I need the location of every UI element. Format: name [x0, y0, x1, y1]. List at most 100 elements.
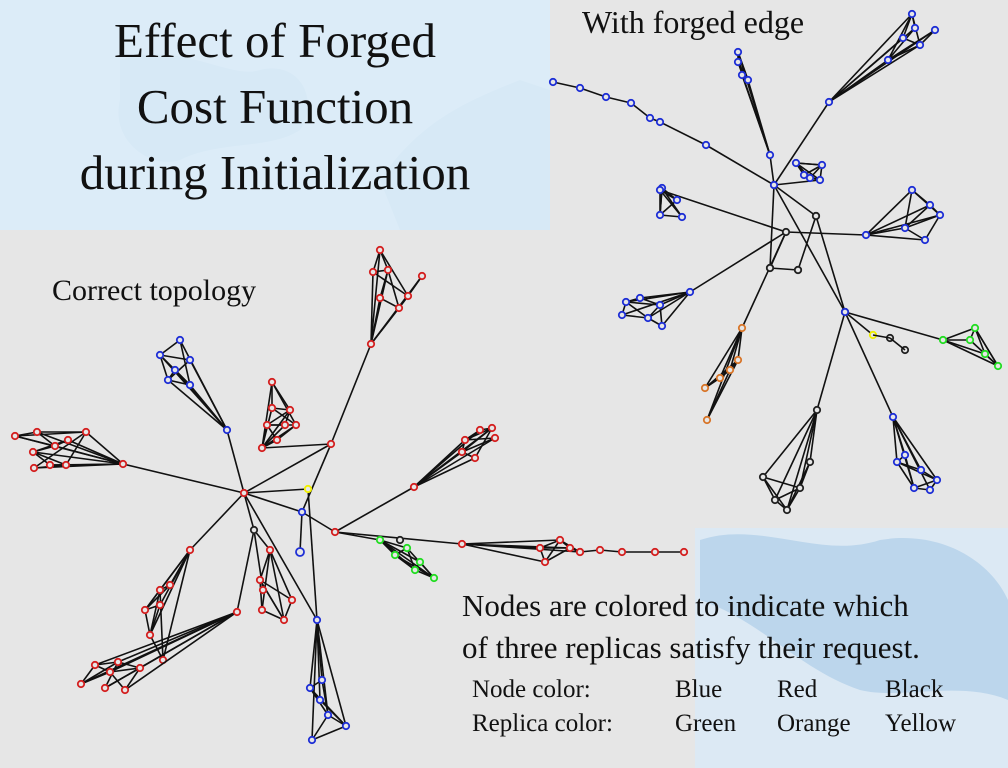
graph-node [460, 435, 470, 445]
graph-node [375, 535, 385, 545]
graph-node [702, 415, 712, 425]
graph-node [970, 323, 980, 333]
graph-edge [301, 511, 336, 533]
graph-edge [737, 51, 749, 81]
graph-node [135, 663, 145, 673]
graph-edge [461, 437, 496, 453]
graph-edge [109, 611, 238, 673]
title-line: Cost Function [136, 79, 414, 134]
graph-edge [85, 431, 124, 465]
graph-edge [464, 427, 493, 441]
graph-edge [892, 416, 906, 456]
graph-node [403, 291, 413, 301]
graph-edge [887, 29, 936, 61]
graph-node [743, 75, 753, 85]
graph-node [925, 485, 935, 495]
graph-edge [815, 215, 846, 313]
graph-node [555, 535, 565, 545]
graph-edge [844, 311, 894, 418]
graph-node [185, 545, 195, 555]
graph-edge [737, 327, 743, 361]
graph-node [925, 200, 935, 210]
graph-edge [659, 121, 707, 146]
graph-edge [769, 154, 775, 186]
title-line: Effect of Forged [113, 13, 437, 68]
forged-edge-label: With forged edge [582, 4, 805, 40]
graph-node [782, 505, 792, 515]
graph-edge [334, 486, 415, 533]
graph-node [655, 210, 665, 220]
graph-edge [942, 339, 999, 367]
graph-edge [236, 529, 255, 613]
graph-node [29, 463, 39, 473]
graph-edge [661, 187, 683, 218]
graph-node [685, 287, 695, 297]
graph-edge [413, 457, 476, 488]
graph-edge [299, 511, 303, 553]
graph-node [765, 263, 775, 273]
graph-node [280, 420, 290, 430]
graph-edge [904, 214, 941, 229]
title-line: during Initialization [79, 145, 471, 200]
graph-edge [117, 611, 238, 663]
graph-node [395, 535, 405, 545]
graph-node [672, 195, 682, 205]
graph-edge [773, 101, 830, 186]
graph-node [175, 335, 185, 345]
node-color-row: Node color: Blue Red Black [472, 673, 992, 707]
graph-edge [370, 271, 374, 345]
graph-node [90, 660, 100, 670]
graph-node [733, 47, 743, 57]
graph-node [457, 447, 467, 457]
graph-edge [124, 611, 238, 691]
graph-edge [253, 529, 271, 551]
graph-edge [316, 619, 347, 727]
graph-node [118, 459, 128, 469]
replica-color-green: Green [675, 710, 737, 737]
graph-edge [159, 339, 181, 356]
graph-edge [189, 359, 228, 431]
graph-node [595, 545, 605, 555]
graph-node [715, 373, 725, 383]
graph-node [805, 457, 815, 467]
graph-edge [785, 231, 867, 236]
graph-node [677, 212, 687, 222]
graph-node [930, 25, 940, 35]
graph-node [326, 439, 336, 449]
graph-edge [301, 443, 332, 513]
graph-edge [159, 354, 191, 361]
graph-edge [797, 215, 817, 271]
graph-node [402, 543, 412, 553]
graph-node [222, 425, 232, 435]
graph-node [10, 431, 20, 441]
graph-node [170, 365, 180, 375]
node-color-black: Black [885, 676, 944, 703]
graph-edge [762, 409, 818, 478]
graph-edge [269, 549, 293, 601]
graph-node [621, 297, 631, 307]
graph-edge [307, 488, 318, 621]
graph-node [375, 293, 385, 303]
graph-edge [174, 369, 228, 431]
graph-node [330, 527, 340, 537]
graph-edge [65, 431, 87, 466]
graph-edge [259, 579, 293, 601]
graph-node [888, 412, 898, 422]
graph-node [650, 547, 660, 557]
graph-node [155, 350, 165, 360]
graph-node [770, 495, 780, 505]
graph-node [155, 600, 165, 610]
graph-node [935, 210, 945, 220]
graph-node [140, 605, 150, 615]
graph-node [575, 547, 585, 557]
graph-node [185, 355, 195, 365]
graph-node [287, 595, 297, 605]
graph-edge [795, 162, 821, 181]
graph-edge [625, 301, 649, 319]
graph-node [307, 735, 317, 745]
graph-edge [625, 301, 661, 306]
graph-edge [872, 334, 891, 339]
graph-node [50, 441, 60, 451]
graph-node [279, 615, 289, 625]
